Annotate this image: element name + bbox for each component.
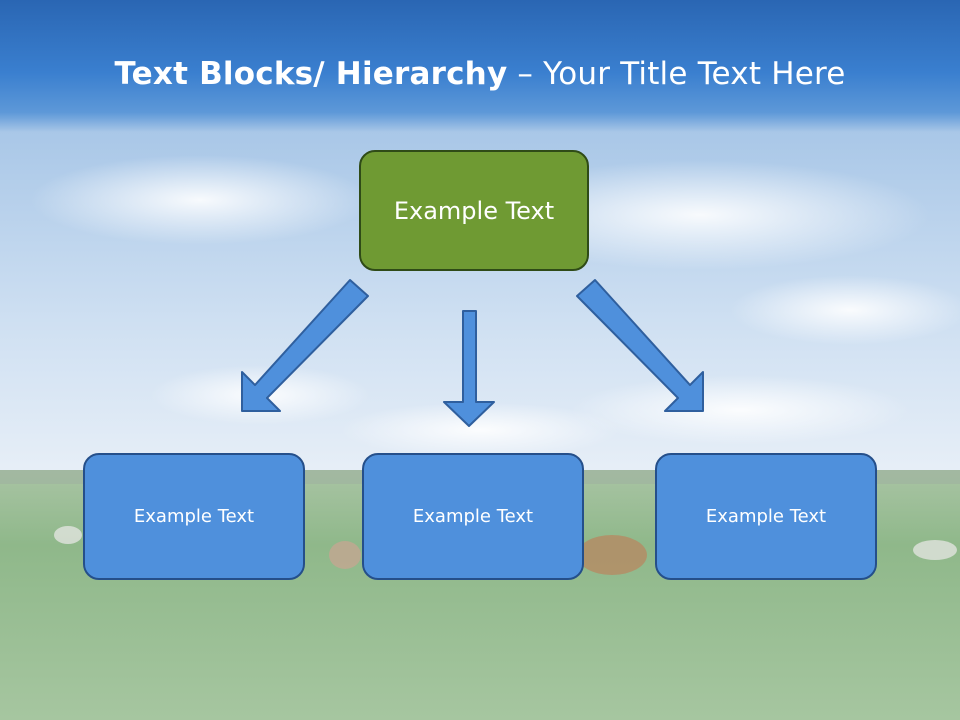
title-band — [0, 0, 960, 132]
child-box-right[interactable]: Example Text — [655, 453, 877, 580]
child-box-left-label: Example Text — [133, 506, 255, 527]
arrow-to-middle-box — [443, 310, 495, 427]
top-level-box-label: Example Text — [393, 196, 555, 225]
child-box-left[interactable]: Example Text — [83, 453, 305, 580]
title-dash: – — [507, 56, 544, 92]
arrow-to-left-box — [241, 279, 369, 412]
arrow-to-right-box — [576, 279, 704, 412]
top-level-box[interactable]: Example Text — [359, 150, 589, 271]
child-box-middle-label: Example Text — [412, 506, 534, 527]
title-bold-part: Text Blocks/ Hierarchy — [114, 56, 508, 92]
title-regular-part: Your Title Text Here — [543, 56, 846, 92]
child-box-middle[interactable]: Example Text — [362, 453, 584, 580]
slide-title: Text Blocks/ Hierarchy – Your Title Text… — [0, 56, 960, 92]
child-box-right-label: Example Text — [705, 506, 827, 527]
